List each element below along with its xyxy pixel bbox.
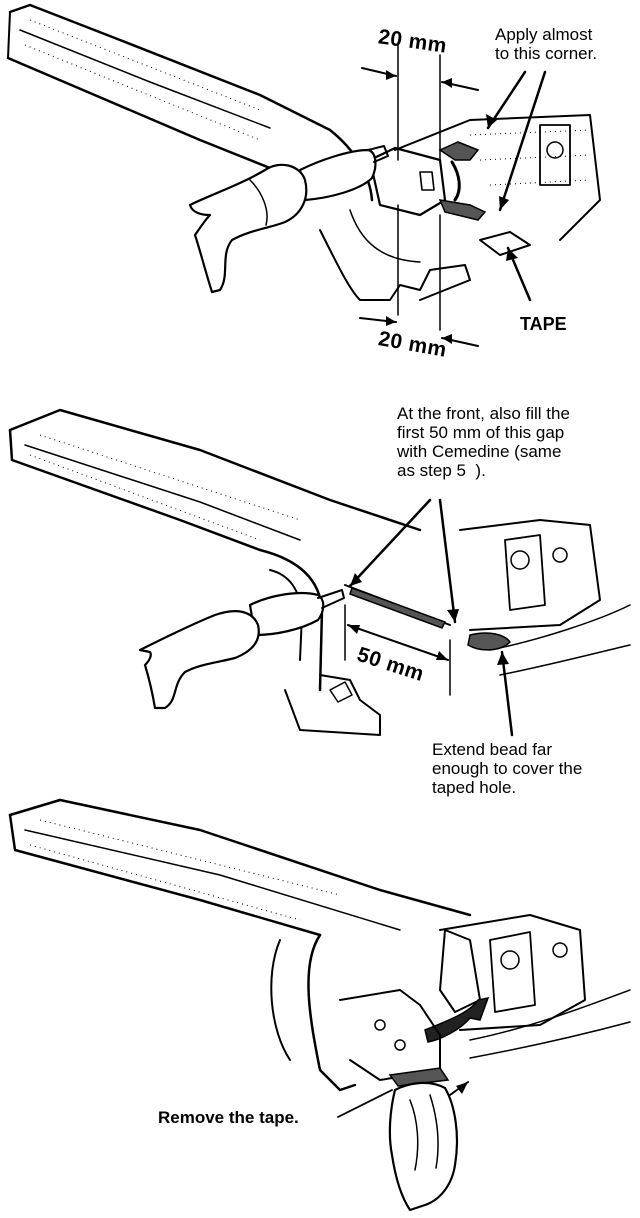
illustration-fill-gap: [8, 408, 631, 737]
illustration-remove-tape: [8, 798, 631, 1212]
bracket: [368, 146, 447, 217]
step-panel-apply-sealant: 20 mm 20 mm Apply almost to this corner.…: [0, 0, 640, 390]
step-panel-remove-tape: Remove the tape.: [0, 790, 640, 1218]
leader-remove-tape: [337, 1089, 393, 1118]
curved-arrow-icon: [424, 997, 490, 1043]
dimension-extension-top: [397, 44, 441, 161]
leader-apply-corner: [486, 70, 547, 212]
rail-top-edge: [8, 798, 472, 917]
rail-bottom-edge: [6, 56, 302, 182]
callout-fill-front: At the front, also fill the first 50 mm …: [397, 404, 570, 481]
hand-icon: [388, 1081, 459, 1212]
tape-strip: [388, 1067, 450, 1087]
leader-extend-bead: [500, 650, 514, 737]
dimension-extension: [344, 604, 451, 696]
rail-top-edge: [8, 408, 422, 532]
sealant-bead-gap: [349, 587, 447, 629]
callout-remove-tape: Remove the tape.: [158, 1108, 299, 1127]
hand-icon: [138, 610, 260, 710]
hand-icon: [188, 163, 308, 294]
sealant-gun: [248, 591, 325, 637]
callout-apply-corner: Apply almost to this corner.: [495, 25, 598, 64]
callout-tape: TAPE: [520, 314, 567, 334]
step-panel-fill-gap: At the front, also fill the first 50 mm …: [0, 390, 640, 797]
tape-patch: [479, 231, 531, 256]
dimension-extension-bottom: [397, 204, 441, 331]
sealant-bead-upper: [438, 141, 480, 161]
illustration-sealant-corner: [6, 3, 601, 347]
sealant-gun: [298, 148, 377, 202]
sealant-bead-taped-hole: [467, 632, 511, 651]
dimension-arrows-top: [361, 67, 479, 91]
sealant-bead-lower: [438, 199, 487, 221]
rail-bend: [307, 933, 357, 1092]
dimension-arrow-line: [347, 624, 449, 661]
rail-top-edge: [8, 3, 332, 132]
callout-extend-bead: Extend bead far enough to cover the tape…: [432, 740, 583, 798]
leader-fill-gap: [348, 498, 457, 624]
